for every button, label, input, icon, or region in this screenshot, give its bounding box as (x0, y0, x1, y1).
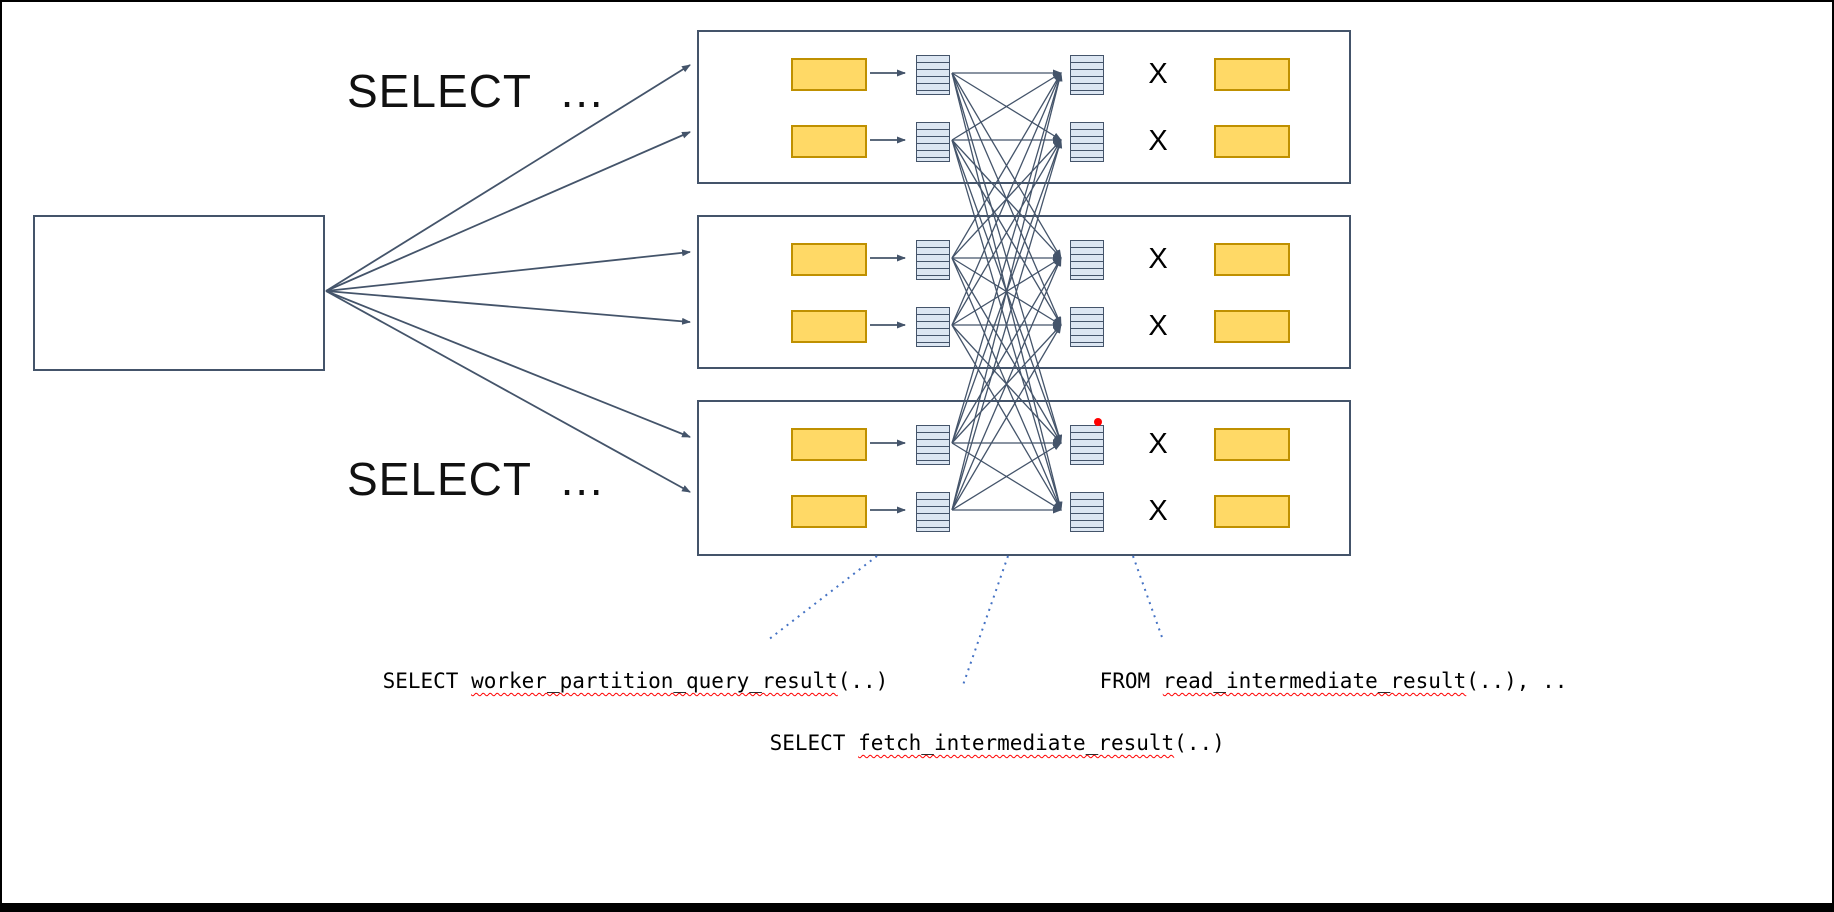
select-query-label-bottom: SELECT … (347, 453, 606, 505)
annotation-function-name: worker_partition_query_result (471, 669, 838, 693)
coordinator-arrow (325, 290, 691, 325)
join-x-mark: X (1148, 125, 1168, 157)
select-query-label-top: SELECT … (347, 65, 606, 117)
annotation-keyword: SELECT (769, 731, 859, 755)
annotation-args: (..), .. (1466, 669, 1568, 693)
partitioned-result-icon (916, 240, 950, 280)
target-shard-rect (1214, 428, 1290, 461)
annotation-args: (..) (1174, 731, 1225, 755)
partitioned-result-icon (916, 492, 950, 532)
target-shard-rect (1214, 495, 1290, 528)
partitioned-result-icon (916, 307, 950, 347)
coordinator-arrow (325, 290, 691, 438)
join-x-mark: X (1148, 243, 1168, 275)
fetched-result-icon (1070, 425, 1104, 465)
join-x-mark: X (1148, 58, 1168, 90)
annotation-keyword: FROM (1099, 669, 1163, 693)
target-shard-rect (1214, 310, 1290, 343)
annotation-pointer-line (961, 555, 1009, 689)
red-marker-dot (1094, 418, 1102, 426)
fetched-result-icon (1070, 240, 1104, 280)
coordinator-box (33, 215, 325, 371)
annotation-pointer-line (1132, 555, 1164, 641)
shard-rect (791, 310, 867, 343)
worker-box-1: X X (697, 30, 1351, 184)
annotation-partition-query: SELECT worker_partition_query_result(..) (332, 645, 889, 717)
coordinator-arrow (325, 249, 691, 292)
annotation-function-name: read_intermediate_result (1162, 669, 1467, 693)
fetched-result-icon (1070, 307, 1104, 347)
fetched-result-icon (1070, 122, 1104, 162)
join-x-mark: X (1148, 495, 1168, 527)
annotation-pointer-line (767, 555, 878, 641)
target-shard-rect (1214, 243, 1290, 276)
partitioned-result-icon (916, 55, 950, 95)
target-shard-rect (1214, 58, 1290, 91)
annotation-fetch-intermediate: SELECT fetch_intermediate_result(..) (719, 707, 1225, 779)
annotation-args: (..) (837, 669, 889, 693)
annotation-read-intermediate: FROM read_intermediate_result(..), .. (1049, 645, 1568, 717)
shard-rect (791, 495, 867, 528)
coordinator-arrow (325, 131, 691, 292)
partitioned-result-icon (916, 122, 950, 162)
join-x-mark: X (1148, 310, 1168, 342)
shard-rect (791, 428, 867, 461)
worker-box-2: X X (697, 215, 1351, 369)
shard-rect (791, 125, 867, 158)
annotation-function-name: fetch_intermediate_result (858, 731, 1175, 755)
target-shard-rect (1214, 125, 1290, 158)
worker-box-3: X X (697, 400, 1351, 556)
partitioned-result-icon (916, 425, 950, 465)
join-x-mark: X (1148, 428, 1168, 460)
shard-rect (791, 243, 867, 276)
shard-rect (791, 58, 867, 91)
fetched-result-icon (1070, 492, 1104, 532)
fetched-result-icon (1070, 55, 1104, 95)
annotation-keyword: SELECT (382, 669, 472, 693)
